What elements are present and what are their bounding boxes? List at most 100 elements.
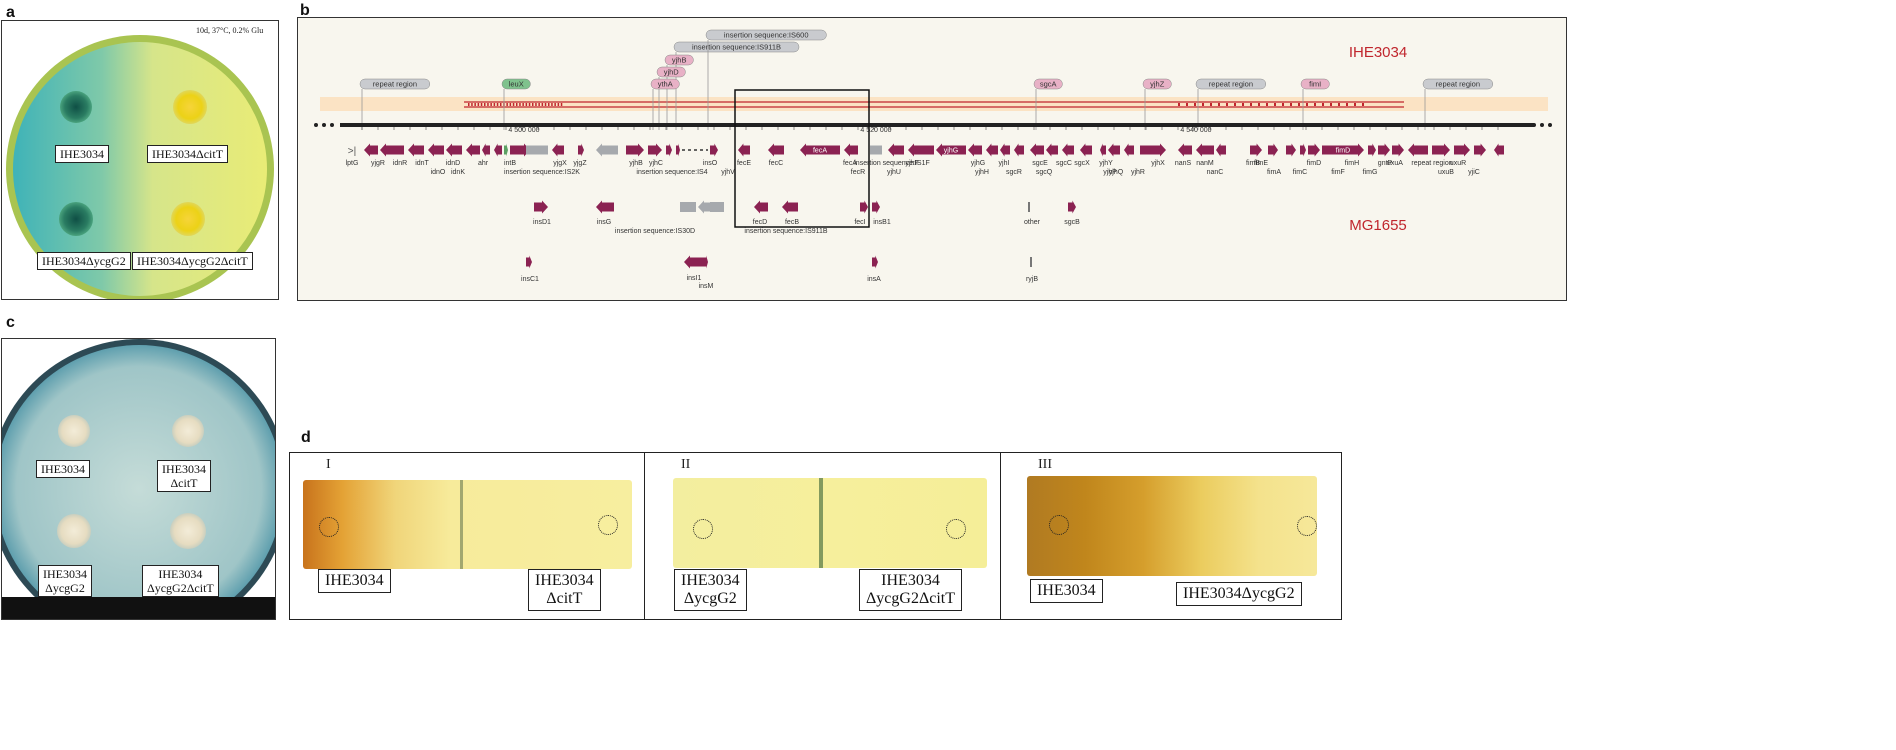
feature-pin-bubble xyxy=(1033,78,1063,90)
gene-label-row1: insO xyxy=(703,160,718,167)
subpanel-I-circle-right xyxy=(598,515,618,535)
colony-ycgG2 xyxy=(59,202,93,236)
feature-pin-label: repeat region xyxy=(1209,80,1253,89)
gene-label-row1: yjhP xyxy=(1103,169,1117,176)
feature-pin-bubble xyxy=(656,66,686,78)
track-tick xyxy=(474,103,476,106)
gene-label-row2: other xyxy=(1024,219,1041,226)
subpanel-I-streak xyxy=(460,480,463,569)
gene-arrow xyxy=(1000,143,1010,157)
track-tick xyxy=(516,103,518,106)
track-tick xyxy=(1346,103,1348,106)
track-tick xyxy=(519,103,521,106)
gene-arrow xyxy=(908,143,934,157)
gene-arrow-row2 xyxy=(596,200,614,214)
track-tick xyxy=(487,103,489,106)
gene-arrow-row2 xyxy=(754,200,768,214)
track-tick xyxy=(1186,103,1188,106)
subpanel-II-right-line1: IHE3034 xyxy=(881,572,940,589)
panel-c-label-ycgG2-line1: IHE3034 xyxy=(43,567,87,581)
gene-label-row1: uxuR xyxy=(1450,160,1466,167)
gene-arrow xyxy=(1494,143,1504,157)
gene-label-row1: sgcR xyxy=(1006,169,1022,176)
gene-label-row1: uxuA xyxy=(1387,160,1403,167)
gene-label-row1: uxuB xyxy=(1438,169,1454,176)
colony-citT xyxy=(173,90,207,124)
track-tick xyxy=(471,103,473,106)
subpanel-III-label: III xyxy=(1038,457,1052,472)
subpanel-I-right-label: IHE3034 ΔcitT xyxy=(528,569,601,611)
genome-axis xyxy=(340,123,1534,127)
gene-arrow xyxy=(1432,143,1450,157)
gene-arrow xyxy=(578,143,584,157)
subpanel-I-right-line1: IHE3034 xyxy=(535,572,594,589)
track-tick xyxy=(538,103,540,106)
gene-label-row3: insI1 xyxy=(687,275,702,282)
axis-ellipsis-dot xyxy=(330,123,334,127)
gene-label-row1: yjhY xyxy=(1099,160,1113,167)
gene-label-row3: ryjB xyxy=(1026,276,1038,283)
feature-pin-bubble xyxy=(1142,78,1172,90)
panel-d-frame: I IHE3034 IHE3034 ΔcitT II IHE3034 ΔycgG… xyxy=(289,452,1342,620)
feature-pin-bubble xyxy=(1422,78,1494,90)
gene-arrow xyxy=(1286,143,1296,157)
gene-arrow xyxy=(626,143,644,157)
panel-a-label-ycgG2: IHE3034ΔycgG2 xyxy=(37,252,131,270)
gene-arrow xyxy=(1124,143,1134,157)
gene-label-row1: gntP xyxy=(1378,160,1393,167)
subpanel-I-right-line2: ΔcitT xyxy=(546,590,583,607)
gene-arrow xyxy=(494,143,502,157)
panel-a-label-ycgG2-citT: IHE3034ΔycgG2ΔcitT xyxy=(132,252,253,270)
gene-arrow xyxy=(510,143,530,157)
axis-ellipsis-dot xyxy=(1532,123,1536,127)
colony-ycgG2-citT xyxy=(171,202,205,236)
feature-pin-label: leuX xyxy=(509,80,524,89)
panel-c-label-citT-line2: ΔcitT xyxy=(170,476,198,490)
strain-label-mg1655: MG1655 xyxy=(1349,217,1407,234)
track-tick xyxy=(557,103,560,106)
gene-arrow xyxy=(666,143,672,157)
subpanel-II-plate xyxy=(673,478,987,568)
track-tick xyxy=(554,103,556,106)
gene-label-row1: repeat region xyxy=(1411,160,1452,167)
gene-label-row3: insC1 xyxy=(521,276,539,283)
gene-label-row1: yjhG xyxy=(971,160,985,167)
subpanel-II-circle-right xyxy=(946,519,966,539)
gene-arrow xyxy=(1100,143,1106,157)
gene-label-row3: insM xyxy=(699,283,714,290)
gene-arrow xyxy=(1178,143,1192,157)
gene-label-row1: sgcE xyxy=(1032,160,1048,167)
gene-arrow xyxy=(1474,143,1486,157)
gene-label-row1: fecR xyxy=(851,169,865,176)
gene-label-row1: fimF xyxy=(1331,169,1345,176)
gene-label-row1: yjgR xyxy=(371,160,385,167)
axis-coordinate-label: 4 520 000 xyxy=(860,127,891,134)
gene-block-row2 xyxy=(680,202,686,212)
gene-label-row1: idnT xyxy=(415,160,429,167)
gene-block xyxy=(870,145,882,155)
gene-arrow xyxy=(986,143,998,157)
subpanel-III-plate xyxy=(1027,476,1317,576)
gene-label-row1: fimA xyxy=(1267,169,1281,176)
track-tick xyxy=(548,103,550,106)
track-tick xyxy=(1290,103,1292,106)
gene-arrow xyxy=(768,143,784,157)
gene-arrow xyxy=(936,143,966,157)
track-tick xyxy=(1258,103,1260,106)
gene-label-row1: insertion sequence:IS2K xyxy=(504,169,580,176)
track-tick xyxy=(493,103,496,106)
track-tick xyxy=(1330,103,1332,106)
gene-block-row3 xyxy=(1030,257,1032,267)
axis-ellipsis-dot xyxy=(1540,123,1544,127)
track-tick xyxy=(1226,103,1228,106)
gene-label-row1: yjhU xyxy=(887,169,901,176)
feature-pin-label: repeat region xyxy=(373,80,417,89)
subpanel-I-label: I xyxy=(326,457,331,472)
panel-a-condition: 10d, 37°C, 0.2% Glu xyxy=(196,26,264,35)
gene-label-row1: yjgX xyxy=(553,160,567,167)
track-tick xyxy=(500,103,502,106)
gene-block-row2 xyxy=(1028,202,1030,212)
track-tick xyxy=(544,103,547,106)
gene-label-row1: fimE xyxy=(1254,160,1268,167)
gene-inner-label: yjhG xyxy=(944,148,958,155)
